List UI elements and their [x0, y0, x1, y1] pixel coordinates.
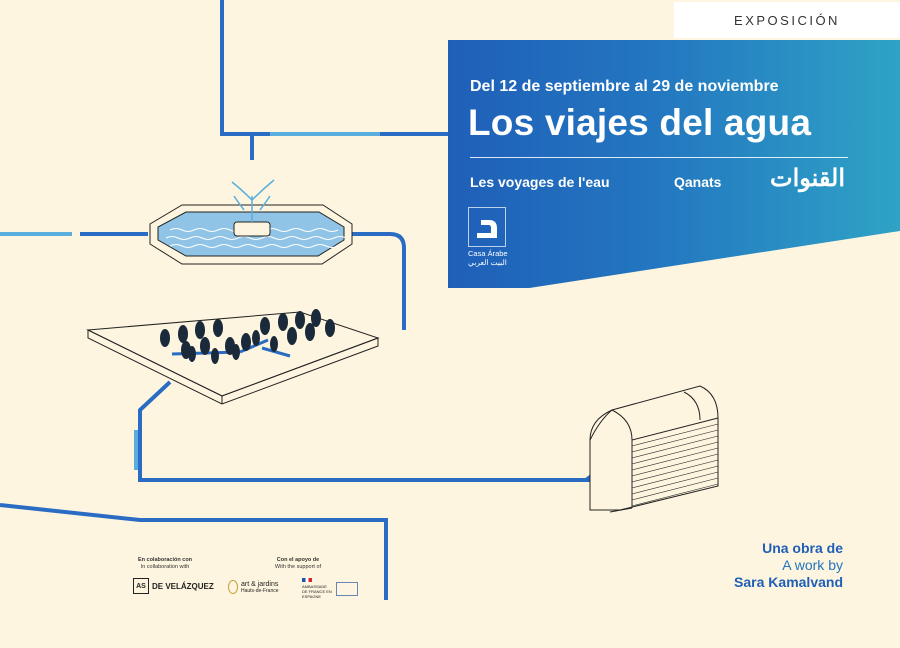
velazquez-mark-icon: AS: [133, 578, 149, 594]
artist-credit: Una obra de A work by Sara Kamalvand: [734, 540, 843, 591]
water-pipes: [0, 0, 618, 600]
exhibition-tag: EXPOSICIÓN: [674, 2, 900, 38]
subtitle-french: Les voyages de l'eau: [470, 174, 610, 190]
institution-logo-icon: [336, 582, 358, 596]
subtitle-qanats: Qanats: [674, 174, 722, 190]
credit-line-en: A work by: [782, 557, 843, 573]
collaboration-heading: En colaboración con In collaboration wit…: [137, 557, 193, 570]
ambassade-logo: AMBASSADE DE FRANCE EN ESPAGNE: [302, 578, 332, 599]
artjardins-logo: art & jardins Hauts-de-France: [228, 580, 279, 594]
garden-illustration: [86, 309, 380, 405]
casa-arabe-logo-icon: [468, 207, 506, 247]
french-flag-icon: [302, 578, 312, 582]
banner-divider: [470, 157, 848, 158]
support-heading: Con el apoyo de With the support of: [274, 557, 322, 570]
fountain-illustration: [149, 179, 353, 265]
subtitle-arabic: القنوات: [770, 165, 846, 192]
velazquez-logo: AS DE VELÁZQUEZ: [133, 578, 214, 594]
artist-name: Sara Kamalvand: [734, 574, 843, 590]
exhibition-title: Los viajes del agua: [468, 102, 812, 143]
logo-name: Casa Árabe البيت العربي: [468, 249, 508, 267]
casa-arabe-logo: Casa Árabe البيت العربي: [468, 207, 508, 271]
leaf-icon: [228, 580, 238, 594]
qanat-tunnel-illustration: [589, 385, 719, 513]
credit-line-es: Una obra de: [762, 540, 843, 556]
exhibition-dates: Del 12 de septiembre al 29 de noviembre: [470, 78, 779, 95]
